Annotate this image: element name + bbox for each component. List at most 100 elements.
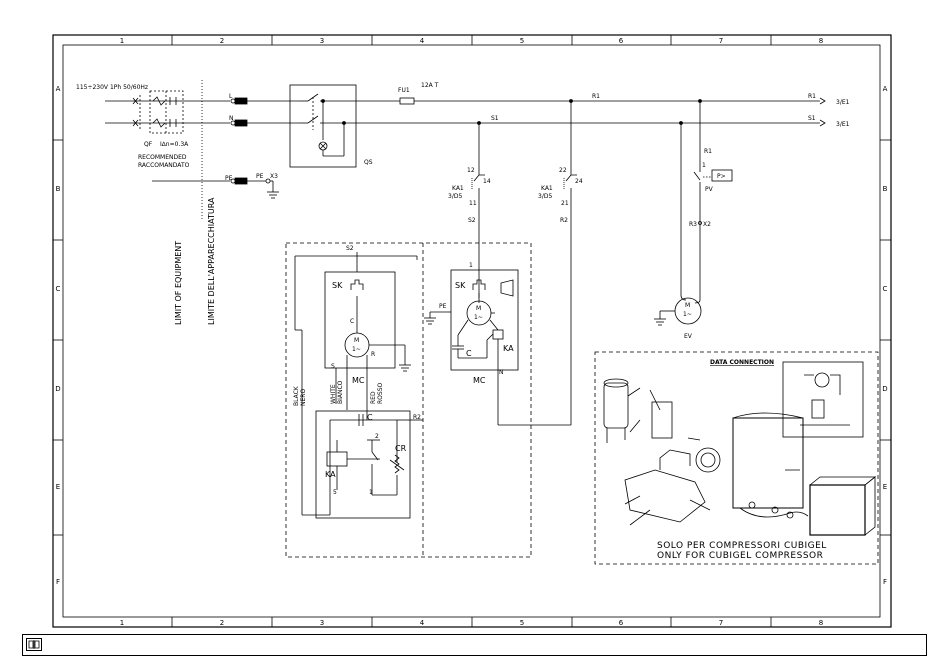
column-label: 8	[819, 619, 823, 627]
column-label: 6	[619, 619, 624, 627]
wire-rosso: ROSSO	[377, 382, 384, 404]
wire-s2: S2	[468, 217, 476, 224]
pe-label: PE	[439, 303, 447, 310]
footer-bar	[22, 634, 927, 656]
relay-name: KA1	[452, 185, 464, 192]
pin-1: 1	[369, 489, 373, 496]
pin-n: N	[499, 369, 504, 376]
relay-pin: 22	[559, 167, 567, 174]
wire-nero: NERO	[300, 389, 307, 406]
pressostat-pv	[693, 101, 733, 300]
pe-label: PE	[225, 175, 233, 182]
drawing-frame	[52, 34, 892, 628]
relay-name: KA1	[541, 185, 553, 192]
column-label: 1	[120, 37, 124, 45]
pv-labels: R1 1 P> PV R3 X2 M 1~ EV	[683, 148, 726, 340]
column-label: 7	[719, 37, 723, 45]
fan-motor-ev	[654, 123, 702, 326]
bus-labels: FU1 12A T R1 R1 S1 S1 3/E1 3/E1	[398, 82, 850, 128]
limit-of-equipment: LIMIT OF EQUIPMENT	[174, 241, 183, 325]
row-label: C	[56, 285, 61, 293]
sk-label: SK	[332, 281, 343, 290]
relay-pin: 21	[561, 200, 569, 207]
ka-label: KA	[325, 470, 336, 479]
wire-r2-cr: R2	[413, 414, 421, 421]
wire-s2-top: S2	[346, 245, 354, 252]
row-label: B	[56, 185, 61, 193]
column-label: 1	[120, 619, 124, 627]
column-label: 3	[320, 619, 324, 627]
relay-pin: 11	[469, 200, 477, 207]
supply-voltage: 115÷230V 1Ph 50/60Hz	[76, 84, 148, 91]
relay-labels: KA1 3/D5 12 11 14 S2 KA1 3/D5 22 21 24 R…	[448, 167, 583, 224]
cubigel-labels: DATA CONNECTION SOLO PER COMPRESSORI CUB…	[657, 359, 827, 561]
row-labels-left: A B C D E F	[55, 85, 60, 586]
motor-phase: 1~	[352, 346, 361, 353]
qf-rating: I∆n=0.3A	[160, 141, 189, 148]
wire-x2: X2	[703, 221, 711, 228]
column-label: 3	[320, 37, 324, 45]
column-label: 5	[520, 37, 524, 45]
motor-phase: 1~	[474, 314, 483, 321]
wire-red: RED	[370, 391, 377, 404]
row-label: C	[883, 285, 888, 293]
pin-2: 2	[375, 433, 379, 440]
row-label: D	[882, 385, 887, 393]
sk-label: SK	[455, 281, 466, 290]
compressor-options-area	[285, 242, 532, 558]
fan-motor-label: EV	[684, 333, 693, 340]
column-label: 4	[420, 37, 425, 45]
phase-label: L	[229, 93, 233, 100]
recommended-en: RECOMMENDED	[138, 154, 187, 161]
row-label: F	[56, 578, 60, 586]
row-label: E	[56, 483, 60, 491]
row-labels-right: A B C D E F	[882, 85, 887, 586]
relay-pin: 12	[467, 167, 475, 174]
row-label: D	[55, 385, 60, 393]
limit-labels: LIMIT OF EQUIPMENT LIMITE DELL'APPARECCH…	[174, 197, 216, 325]
manual-book-icon	[26, 638, 42, 651]
column-label: 6	[619, 37, 624, 45]
qs-label: QS	[364, 159, 373, 166]
limit-apparecchiatura: LIMITE DELL'APPARECCHIATURA	[207, 197, 216, 325]
column-label: 4	[420, 619, 425, 627]
wire-r1: R1	[592, 93, 600, 100]
pin-r: R	[371, 351, 375, 358]
pin-s: S	[331, 363, 335, 370]
main-switch-qs	[289, 84, 470, 168]
motor-symbol: M	[354, 337, 359, 344]
motor-symbol: M	[476, 305, 481, 312]
column-labels-bottom: 1 2 3 4 5 6 7 8	[120, 619, 823, 627]
row-label: A	[883, 85, 888, 93]
fuse-rating: 12A T	[421, 82, 439, 89]
column-label: 2	[220, 37, 224, 45]
capacitor-label: C	[466, 349, 472, 358]
main-bus	[399, 97, 826, 127]
compressor-right	[424, 269, 571, 426]
pin-c: C	[350, 318, 354, 325]
compressor-right-labels: 1 SK M 1~ C KA PE N MC	[439, 262, 514, 385]
row-label: F	[883, 578, 887, 586]
wire-black: BLACK	[293, 385, 300, 406]
column-label: 7	[719, 619, 723, 627]
compressor-left-labels: S2 SK M 1~ C S R MC BLACK NERO WHITE BIA…	[293, 245, 421, 496]
column-label: 5	[520, 619, 524, 627]
wire-bianco: BIANCO	[337, 380, 344, 404]
wire-white: WHITE	[330, 384, 337, 404]
column-label: 2	[220, 619, 224, 627]
qf-label: QF	[144, 141, 153, 148]
pv-name: PV	[705, 186, 714, 193]
caption-english: ONLY FOR CUBIGEL COMPRESSOR	[657, 551, 823, 561]
supply-section	[105, 80, 300, 220]
cubigel-detail-area	[594, 351, 879, 565]
caption-italian: SOLO PER COMPRESSORI CUBIGEL	[657, 541, 827, 551]
ref-r1: 3/E1	[836, 99, 850, 106]
fuse-label: FU1	[398, 87, 410, 94]
wire-s1: S1	[491, 115, 499, 122]
compressor-right-label: MC	[473, 376, 486, 385]
row-label: B	[883, 185, 888, 193]
ka1-contact-2	[563, 101, 577, 425]
wire-r1-end: R1	[808, 93, 816, 100]
relay-ref: 3/D5	[448, 193, 462, 200]
